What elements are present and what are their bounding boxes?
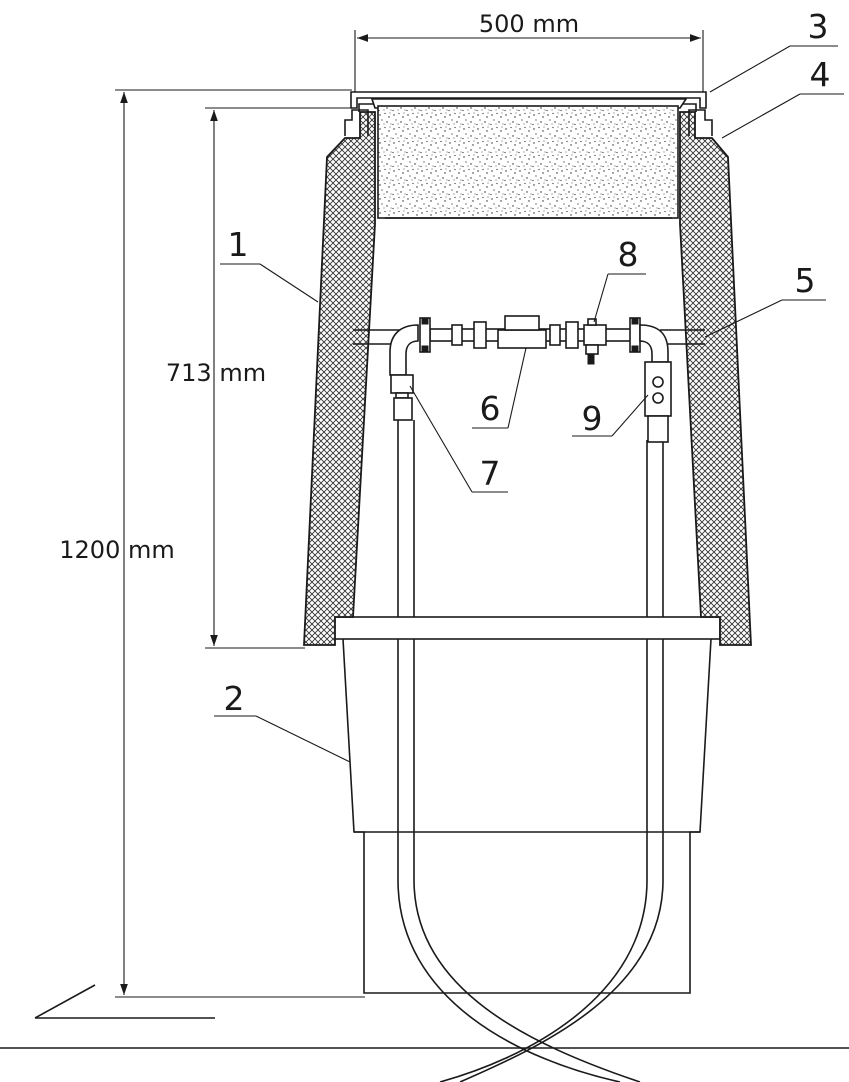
svg-text:9: 9 [582, 399, 603, 438]
callout-2: 2 [214, 679, 351, 763]
insulation-lid [370, 98, 688, 219]
callout-4: 4 [721, 55, 844, 139]
svg-text:2: 2 [224, 679, 245, 718]
inner-height-dimension-label: 713 mm [166, 359, 266, 387]
callout-8: 8 [593, 235, 646, 323]
hose-right [439, 440, 664, 1082]
svg-text:7: 7 [480, 454, 501, 493]
svg-text:4: 4 [810, 55, 831, 94]
callout-1: 1 [220, 225, 319, 303]
svg-text:6: 6 [480, 389, 501, 428]
dimension-inner-height: 713 mm [166, 107, 355, 649]
svg-text:5: 5 [795, 261, 816, 300]
total-height-dimension-label: 1200 mm [59, 536, 174, 564]
dimension-total-height: 1200 mm [59, 89, 365, 998]
pipe-assembly [389, 315, 672, 443]
ground-line [0, 984, 849, 1049]
hose-left [397, 420, 641, 1082]
svg-text:3: 3 [808, 7, 829, 46]
callout-9: 9 [572, 394, 649, 438]
svg-text:1: 1 [228, 225, 249, 264]
callout-5: 5 [704, 261, 826, 338]
callout-3: 3 [709, 7, 838, 93]
callout-7: 7 [409, 385, 508, 493]
width-dimension-label: 500 mm [479, 10, 579, 38]
svg-text:8: 8 [618, 235, 639, 274]
callout-6: 6 [472, 347, 527, 429]
dimension-width: 500 mm [354, 10, 704, 92]
lower-bucket [333, 616, 721, 994]
insulated-casing [303, 111, 752, 646]
